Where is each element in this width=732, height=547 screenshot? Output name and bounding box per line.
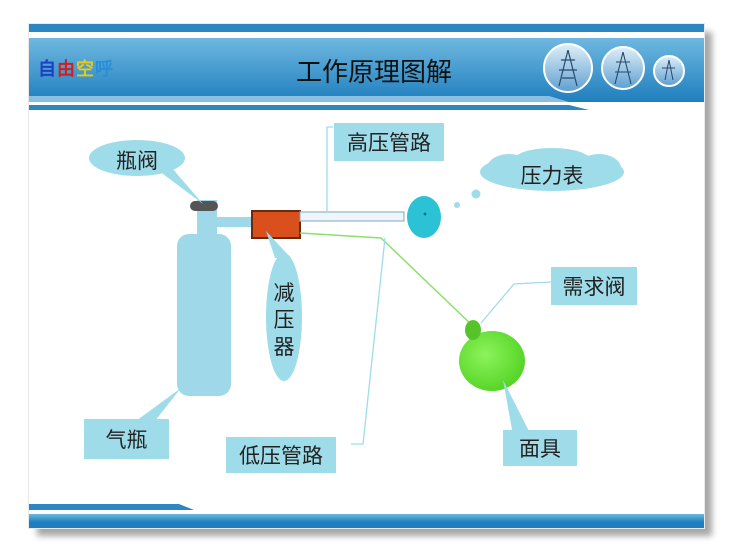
low-pressure-callout-line bbox=[351, 237, 386, 445]
pressure-reducer bbox=[251, 210, 301, 239]
bottle-valve-cap bbox=[190, 201, 218, 211]
gas-cylinder bbox=[177, 200, 231, 396]
power-tower-icon bbox=[653, 55, 685, 87]
label-bottle-valve: 瓶阀 bbox=[116, 149, 158, 173]
power-tower-icon bbox=[543, 43, 593, 93]
cylinder-connector bbox=[217, 217, 253, 227]
slide: 自由空呼 工作原理图解 瓶阀 高压管路 压力表 减压器 需求阀 气瓶 低压管路 … bbox=[28, 23, 705, 529]
label-mask: 面具 bbox=[503, 430, 577, 466]
high-pressure-pipe bbox=[299, 211, 405, 222]
label-reducer: 减压器 bbox=[273, 281, 295, 359]
pressure-gauge-callout bbox=[480, 148, 624, 191]
pressure-gauge bbox=[407, 196, 441, 238]
cylinder-callout-tail bbox=[129, 388, 181, 426]
label-low-pressure-pipe: 低压管路 bbox=[226, 437, 336, 473]
reducer-callout bbox=[266, 253, 302, 381]
pressure-gauge-needle bbox=[423, 212, 427, 216]
reducer-callout-tail bbox=[266, 231, 291, 258]
power-tower-icon bbox=[601, 46, 645, 90]
footer-bar bbox=[29, 504, 704, 528]
label-high-pressure-pipe: 高压管路 bbox=[334, 123, 444, 161]
high-pressure-callout-line bbox=[326, 126, 333, 212]
label-pressure-gauge: 压力表 bbox=[520, 164, 584, 188]
bottle-valve-callout bbox=[89, 140, 185, 176]
mask-callout-tail bbox=[503, 380, 531, 435]
low-pressure-line bbox=[299, 232, 476, 329]
bottle-valve-callout-tail bbox=[159, 168, 203, 204]
label-demand-valve: 需求阀 bbox=[551, 267, 637, 305]
thought-dot bbox=[454, 202, 460, 208]
thought-dot bbox=[471, 189, 481, 199]
app-logo: 自由空呼 bbox=[38, 59, 114, 80]
page-title: 工作原理图解 bbox=[295, 58, 452, 88]
label-cylinder: 气瓶 bbox=[84, 419, 169, 459]
diagram-canvas bbox=[29, 24, 704, 528]
demand-valve-callout-line bbox=[480, 281, 552, 324]
face-mask bbox=[459, 331, 525, 391]
demand-valve bbox=[465, 320, 481, 340]
